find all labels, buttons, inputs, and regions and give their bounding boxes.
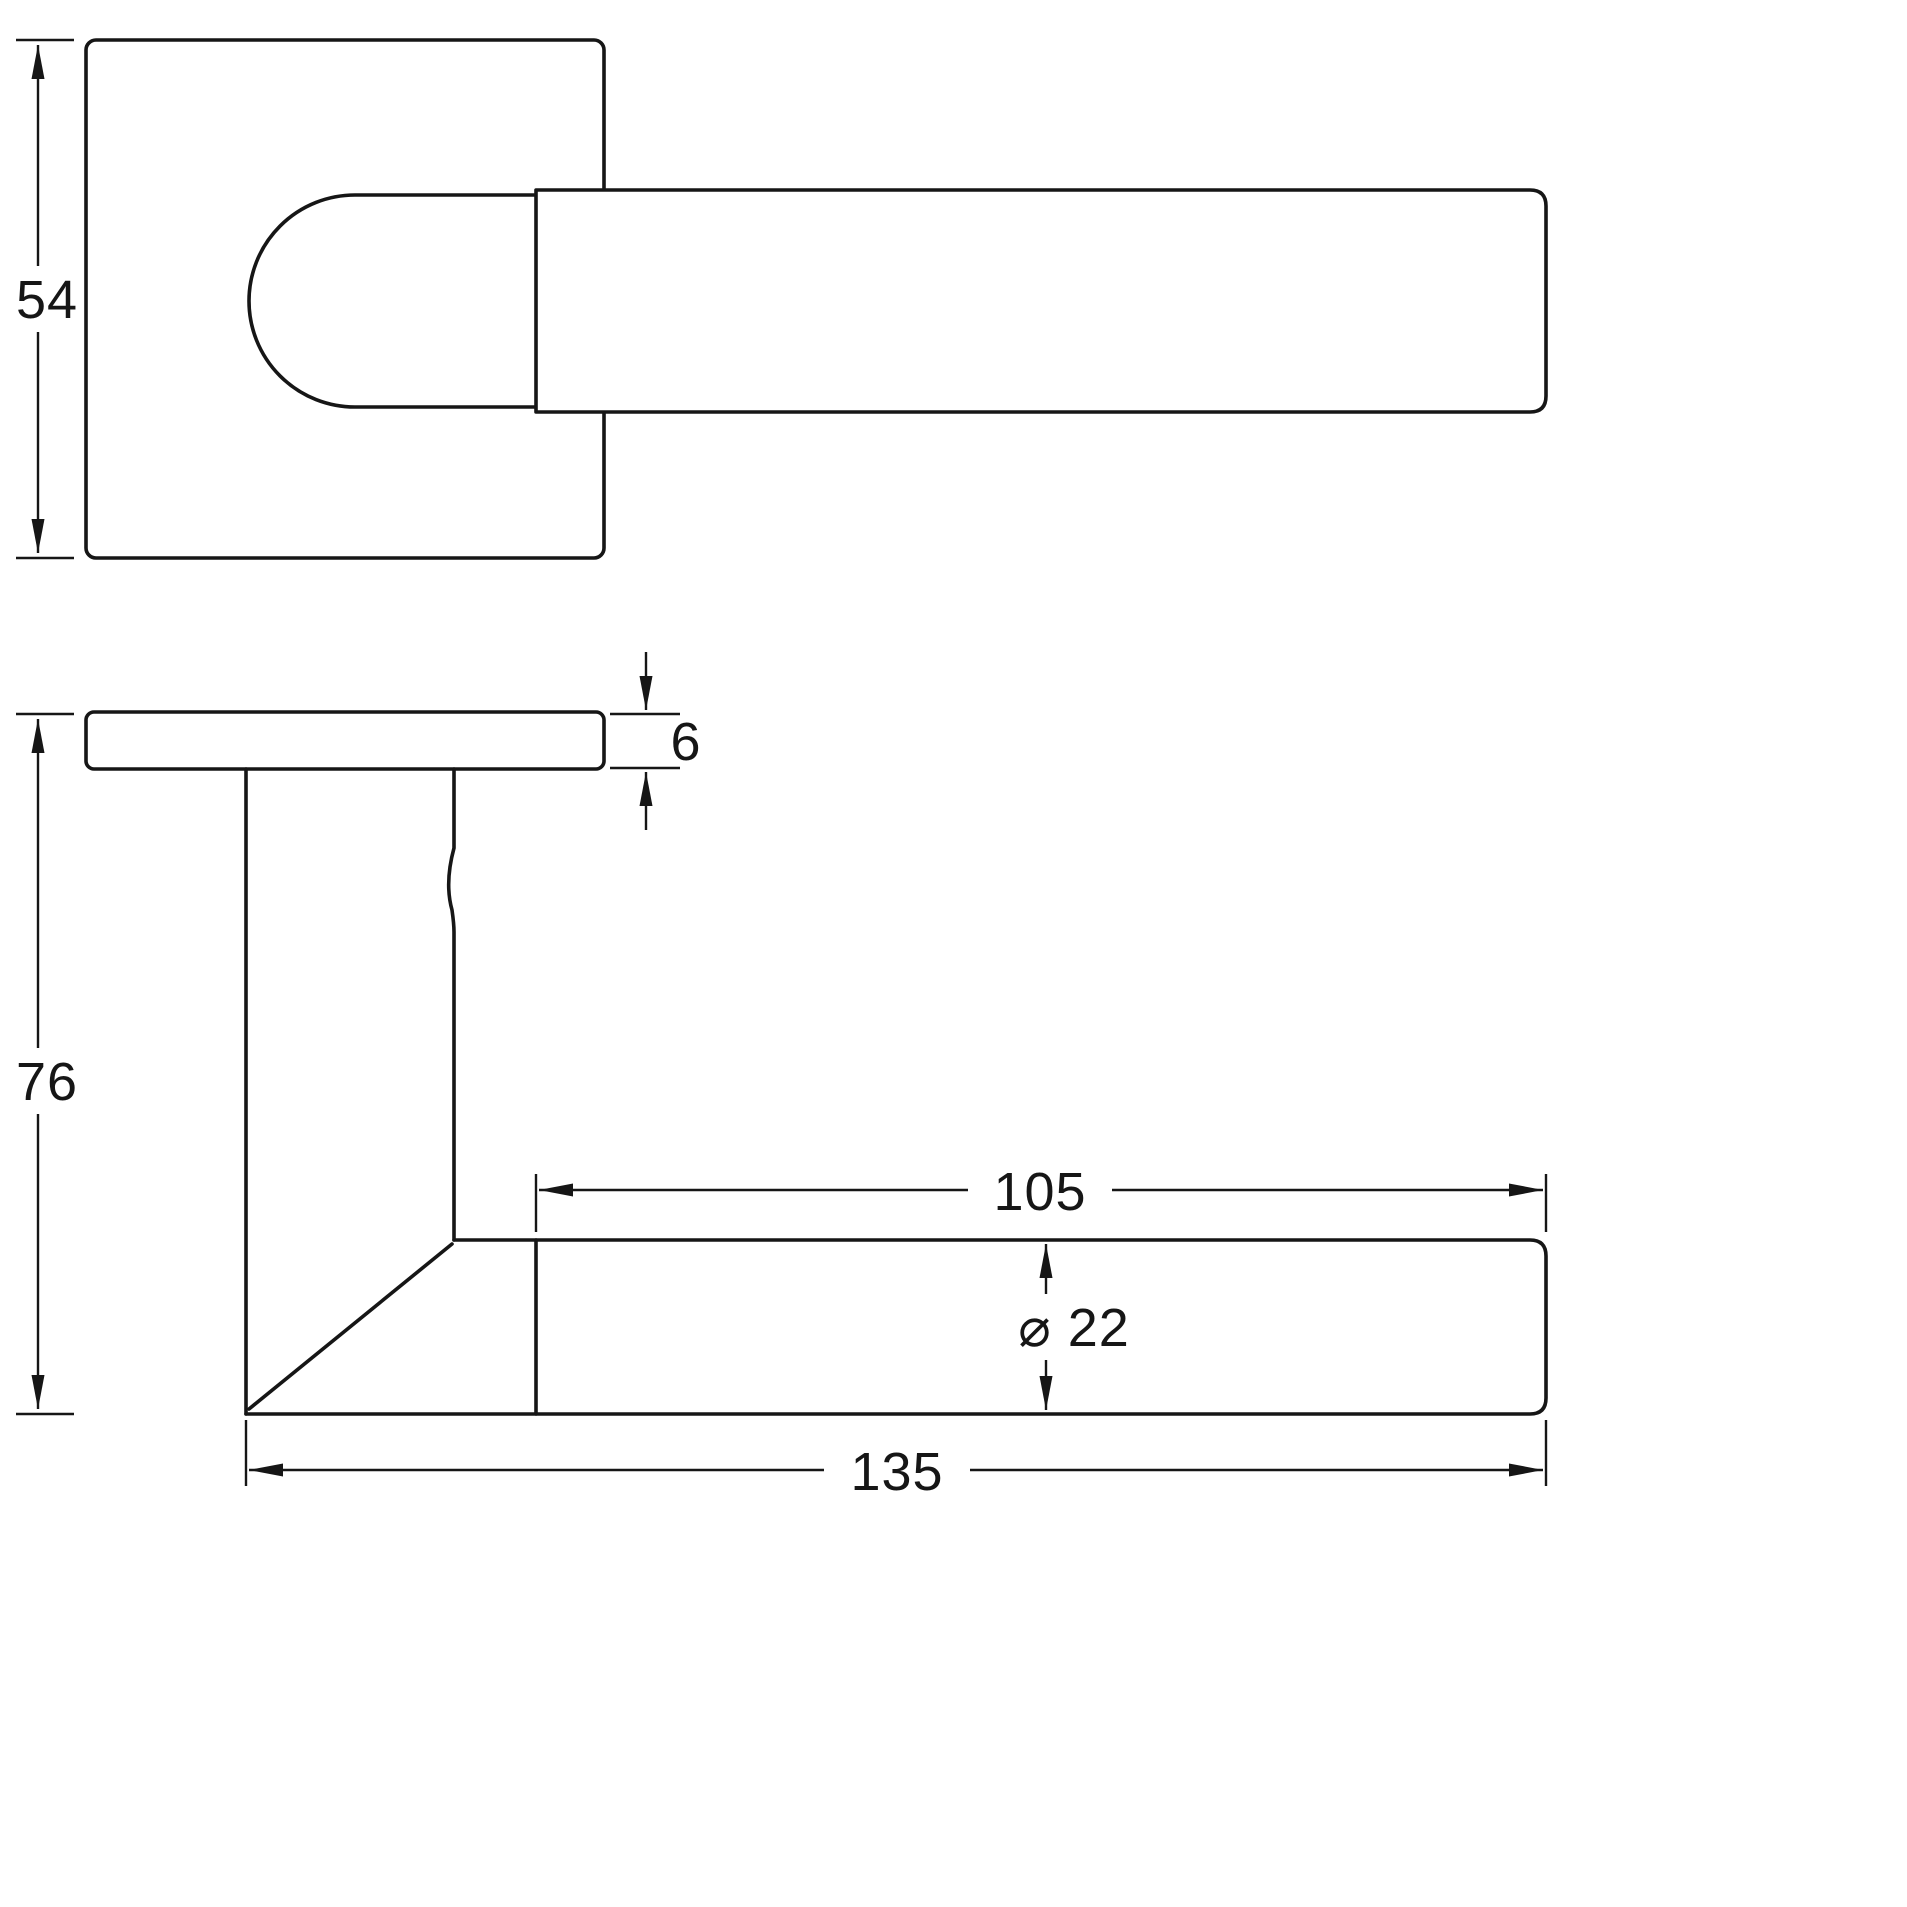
- dim-label-bar-diameter: ⌀ 22: [1018, 1298, 1130, 1358]
- lever-bar-front: [534, 188, 1548, 414]
- side-view: 76 6 105 ⌀ 22: [12, 652, 1548, 1504]
- dim-grip-length: 105: [534, 1158, 1548, 1232]
- dim-label-projection: 76: [16, 1052, 78, 1112]
- lever-neck-front: [247, 193, 540, 409]
- label-mask: [12, 266, 82, 332]
- dim-label-rose-thickness: 6: [670, 712, 701, 772]
- label-mask: [12, 1048, 82, 1114]
- dim-label-overall-length: 135: [850, 1442, 943, 1502]
- rose-side: [84, 710, 606, 771]
- label-mask: [968, 1158, 1112, 1224]
- dim-label-rose-size: 54: [16, 270, 78, 330]
- dim-overall-length: 135: [244, 1420, 1548, 1504]
- label-mask: [996, 1294, 1152, 1360]
- dim-label-grip-length: 105: [993, 1162, 1086, 1222]
- dim-projection: 76: [12, 712, 82, 1416]
- dim-bar-diameter: ⌀ 22: [996, 1244, 1152, 1410]
- dim-rose-size: 54: [12, 38, 82, 560]
- front-view: 54: [12, 38, 1548, 560]
- elbow-miter-line: [247, 1242, 454, 1411]
- neck-inner-line: [447, 767, 456, 1242]
- label-mask: [824, 1438, 970, 1504]
- bar-side: [244, 1238, 1548, 1416]
- dim-rose-thickness: 6: [610, 652, 701, 830]
